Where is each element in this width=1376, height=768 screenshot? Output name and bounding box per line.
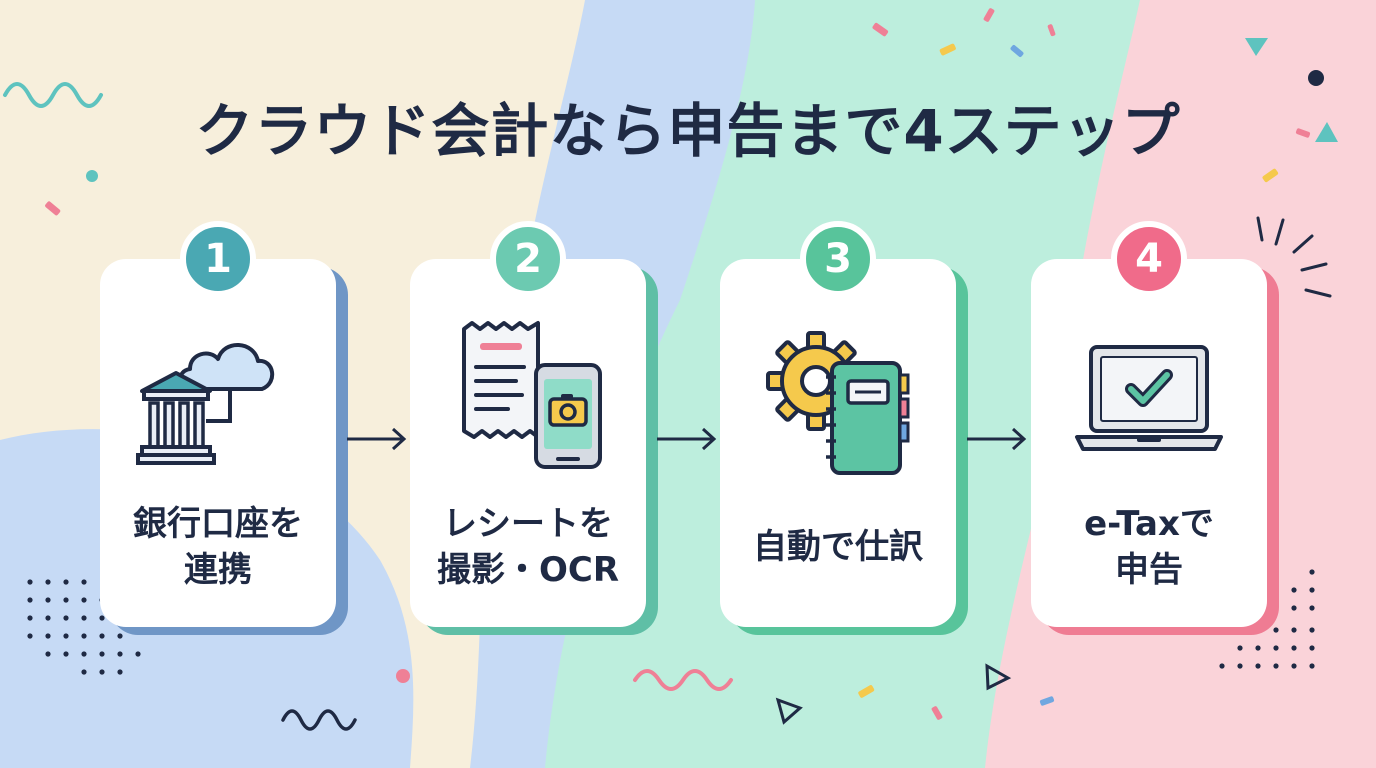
step-label-line2: 連携 <box>184 550 252 590</box>
arrow-right-icon <box>657 427 717 451</box>
step-label-line1: e-Taxで <box>1084 504 1214 545</box>
step-label-line1: レシートを <box>443 504 613 545</box>
step-2-card: 2 レシートを 撮影・OCR <box>410 215 658 635</box>
receipt-phone-camera-icon <box>462 321 602 469</box>
step-number-badge: 2 <box>490 221 566 297</box>
step-number-badge: 3 <box>800 221 876 297</box>
arrow-right-icon <box>347 427 407 451</box>
step-label-line1: 銀行口座を <box>133 504 303 545</box>
step-label: 銀行口座を 連携 <box>110 493 326 603</box>
step-number-badge: 1 <box>180 221 256 297</box>
step-label: レシートを 撮影・OCR <box>420 493 636 603</box>
gear-ledger-icon <box>766 331 910 475</box>
step-label-line2: 申告 <box>1115 550 1183 590</box>
card-body <box>410 259 646 627</box>
step-label: 自動で仕訳 <box>730 493 946 603</box>
bank-cloud-icon <box>136 343 274 465</box>
step-4-card: 4 e-Taxで 申告 <box>1031 215 1279 635</box>
laptop-check-icon <box>1075 345 1223 451</box>
arrow-right-icon <box>967 427 1027 451</box>
card-body <box>100 259 336 627</box>
step-1-card: 1 銀行口座を 連携 <box>100 215 348 635</box>
step-label-line1: 自動で仕訳 <box>753 527 923 568</box>
step-label: e-Taxで 申告 <box>1041 493 1257 603</box>
step-label-line2: 撮影・OCR <box>436 550 620 590</box>
page-title: クラウド会計なら申告まで4ステップ <box>195 97 1181 165</box>
step-number-badge: 4 <box>1111 221 1187 297</box>
step-3-card: 3 自動で仕訳 <box>720 215 968 635</box>
